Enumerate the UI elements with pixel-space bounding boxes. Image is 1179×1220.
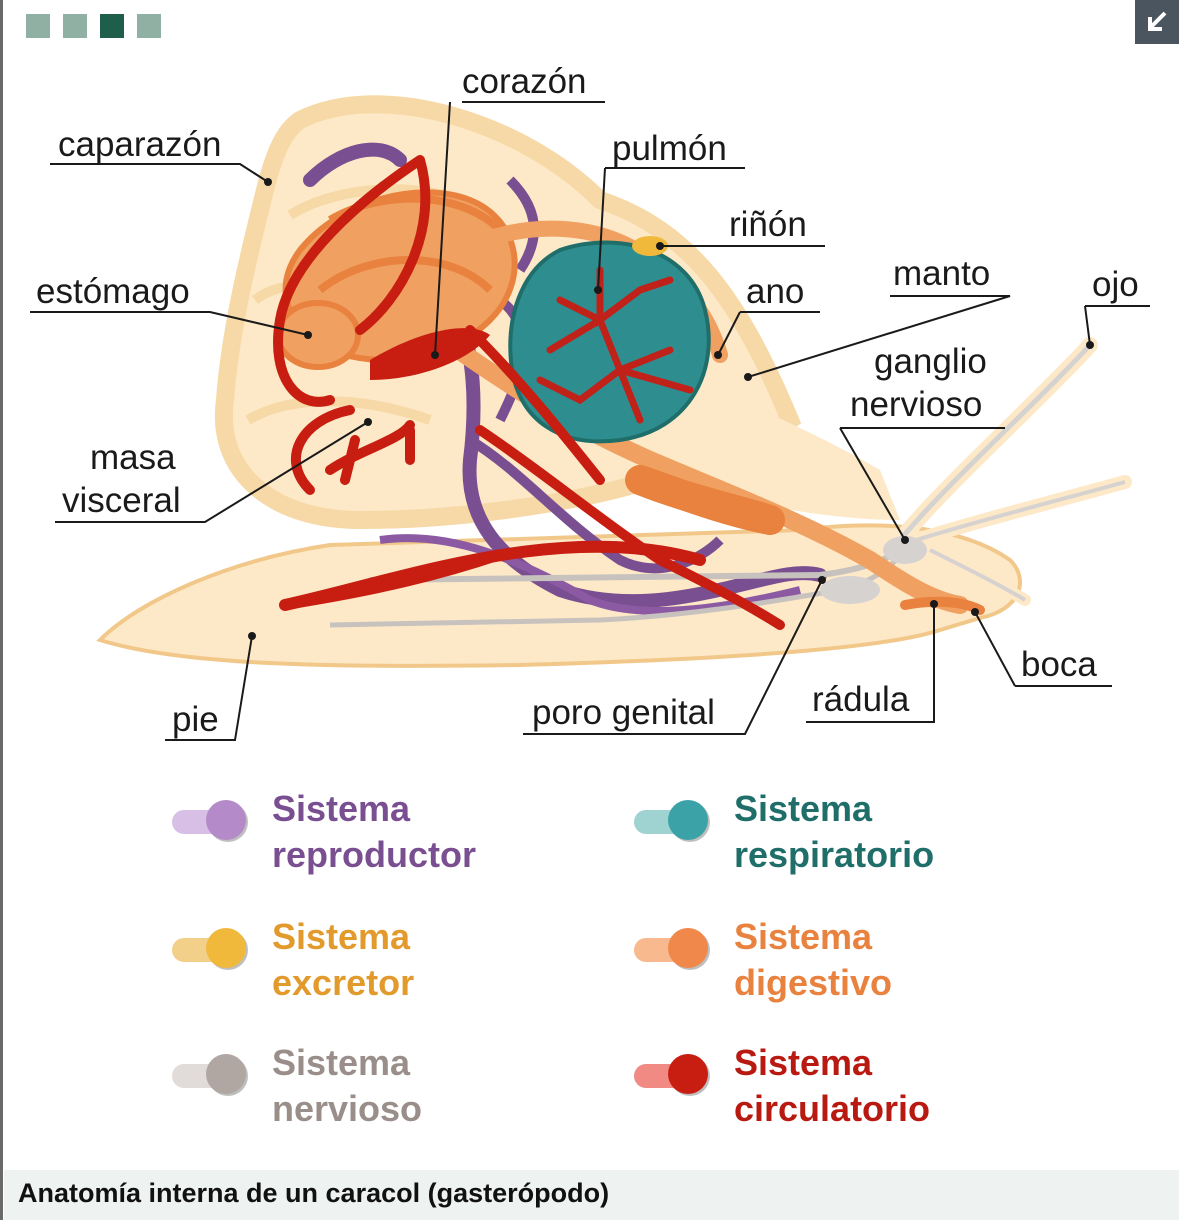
kidney: [632, 236, 668, 256]
label-pulmon: pulmón: [612, 129, 727, 168]
legend-respiratorio[interactable]: Sistema respiratorio: [634, 786, 934, 878]
toggle-switch[interactable]: [172, 1054, 252, 1100]
leader-lines: [30, 101, 1150, 741]
legend-circulatorio-line2: circulatorio: [734, 1088, 931, 1129]
label-boca: boca: [1021, 645, 1097, 684]
label-radula: rádula: [812, 680, 910, 719]
legend-nervioso-line2: nervioso: [272, 1088, 423, 1129]
caption-bar: Anatomía interna de un caracol (gasteróp…: [4, 1170, 1179, 1220]
view-tab-1[interactable]: [26, 14, 50, 38]
collapse-button[interactable]: [1135, 0, 1179, 44]
label-caparazon: caparazón: [58, 125, 221, 164]
legend-reproductor[interactable]: Sistema reproductor: [172, 786, 476, 878]
left-border: [0, 0, 3, 1220]
label-ganglio-2: nervioso: [850, 385, 982, 424]
legend-excretor-line2: excretor: [272, 962, 415, 1003]
label-poro-genital: poro genital: [532, 693, 715, 732]
legend-reproductor-line2: reproductor: [272, 834, 477, 875]
legend-excretor[interactable]: Sistema excretor: [172, 914, 414, 1006]
stomach: [275, 300, 361, 370]
label-masa-1: masa: [90, 438, 176, 477]
circulatory-system: [370, 328, 490, 380]
toggle-switch[interactable]: [634, 800, 714, 846]
legend-digestivo-line1: Sistema: [734, 916, 873, 957]
view-tab-3[interactable]: [100, 14, 124, 38]
toggle-switch[interactable]: [172, 800, 252, 846]
collapse-arrow-icon: [1148, 11, 1167, 31]
legend-reproductor-line1: Sistema: [272, 788, 411, 829]
toggle-switch[interactable]: [172, 928, 252, 974]
toggle-switch[interactable]: [634, 1054, 714, 1100]
view-tabs: [26, 14, 161, 38]
legend-excretor-line1: Sistema: [272, 916, 411, 957]
legend-nervioso-line1: Sistema: [272, 1042, 411, 1083]
figure-caption: Anatomía interna de un caracol (gasteróp…: [18, 1178, 610, 1208]
label-ano: ano: [746, 272, 804, 311]
label-ojo: ojo: [1092, 265, 1139, 304]
label-pie: pie: [172, 700, 219, 739]
label-masa-2: visceral: [62, 481, 181, 520]
toggle-switch[interactable]: [634, 928, 714, 974]
label-rinon: riñón: [729, 205, 807, 244]
legend-respiratorio-line2: respiratorio: [734, 834, 935, 875]
legend-respiratorio-line1: Sistema: [734, 788, 873, 829]
legend-circulatorio-line1: Sistema: [734, 1042, 873, 1083]
view-tab-2[interactable]: [63, 14, 87, 38]
legend-digestivo[interactable]: Sistema digestivo: [634, 914, 892, 1006]
view-tab-4[interactable]: [137, 14, 161, 38]
label-manto: manto: [893, 254, 990, 293]
label-ganglio-1: ganglio: [874, 342, 987, 381]
legend-digestivo-line2: digestivo: [734, 962, 893, 1003]
label-corazon: corazón: [462, 62, 587, 101]
legend-circulatorio[interactable]: Sistema circulatorio: [634, 1040, 930, 1132]
label-estomago: estómago: [36, 272, 190, 311]
snail-anatomy-diagram: corazón caparazón pulmón riñón estómago …: [30, 62, 1150, 741]
legend-nervioso[interactable]: Sistema nervioso: [172, 1040, 422, 1132]
